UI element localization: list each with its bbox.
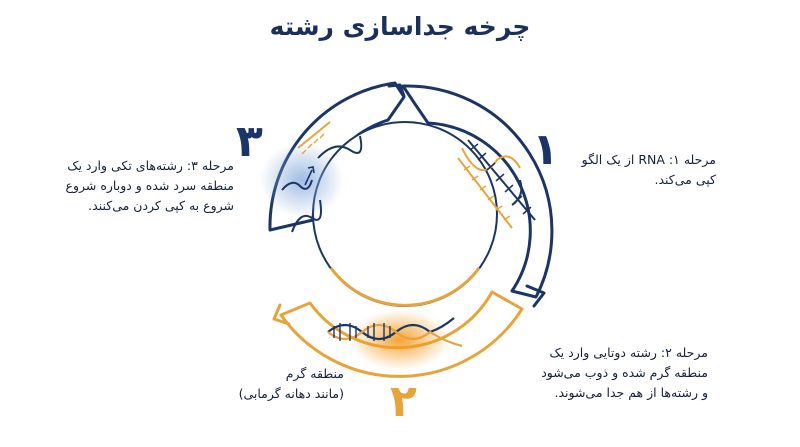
step-3-caption-line: شروع به کپی کردن می‌کنند.	[88, 198, 234, 213]
segment-1-arrowhead	[525, 284, 546, 308]
step-3-caption: مرحله ۳: رشته‌های تکی وارد یک منطقه سرد …	[65, 156, 234, 216]
step-1-caption-line: مرحله ۱: RNA از یک الگو	[581, 152, 716, 167]
segment-3-arrowhead	[387, 83, 406, 98]
hot-zone-caption-line: (مانند دهانه گرمابی)	[238, 386, 344, 401]
step-2-caption: مرحله ۲: رشته دوتایی وارد یک منطقه گرم ش…	[541, 343, 708, 403]
step-3-caption-line: مرحله ۳: رشته‌های تکی وارد یک	[67, 158, 234, 173]
step-3-caption-line: منطقه سرد شده و دوباره شروع	[65, 178, 234, 193]
diagram-title: چرخه جداسازی رشته	[269, 12, 531, 41]
single-strands-illustration	[281, 121, 363, 233]
step-3-number: ۳	[236, 116, 263, 167]
hot-zone-caption: منطقه گرم (مانند دهانه گرمابی)	[239, 364, 344, 404]
segment-2-arrowhead	[272, 303, 291, 326]
rna-copy-illustration	[457, 139, 536, 229]
step-1-number: ۱	[532, 124, 559, 175]
step-2-caption-line: منطقه گرم شده و ذوب می‌شود	[541, 365, 708, 380]
step-2-caption-line: مرحله ۲: رشته دوتایی وارد یک	[549, 345, 708, 360]
hot-zone-glow	[350, 310, 450, 370]
inner-ring-hot	[329, 267, 481, 307]
hot-zone-caption-line: منطقه گرم	[285, 366, 344, 381]
cold-zone-glow	[260, 142, 344, 218]
step-2-caption-line: و رشته‌ها از هم جدا می‌شوند.	[554, 385, 708, 400]
cycle-segment-1	[401, 84, 554, 299]
helix-melting-illustration	[327, 317, 463, 348]
step-1-caption-line: کپی می‌کند.	[654, 172, 717, 187]
step-1-caption: مرحله ۱: RNA از یک الگو کپی می‌کند.	[582, 150, 716, 190]
step-2-number: ۲	[390, 376, 417, 427]
